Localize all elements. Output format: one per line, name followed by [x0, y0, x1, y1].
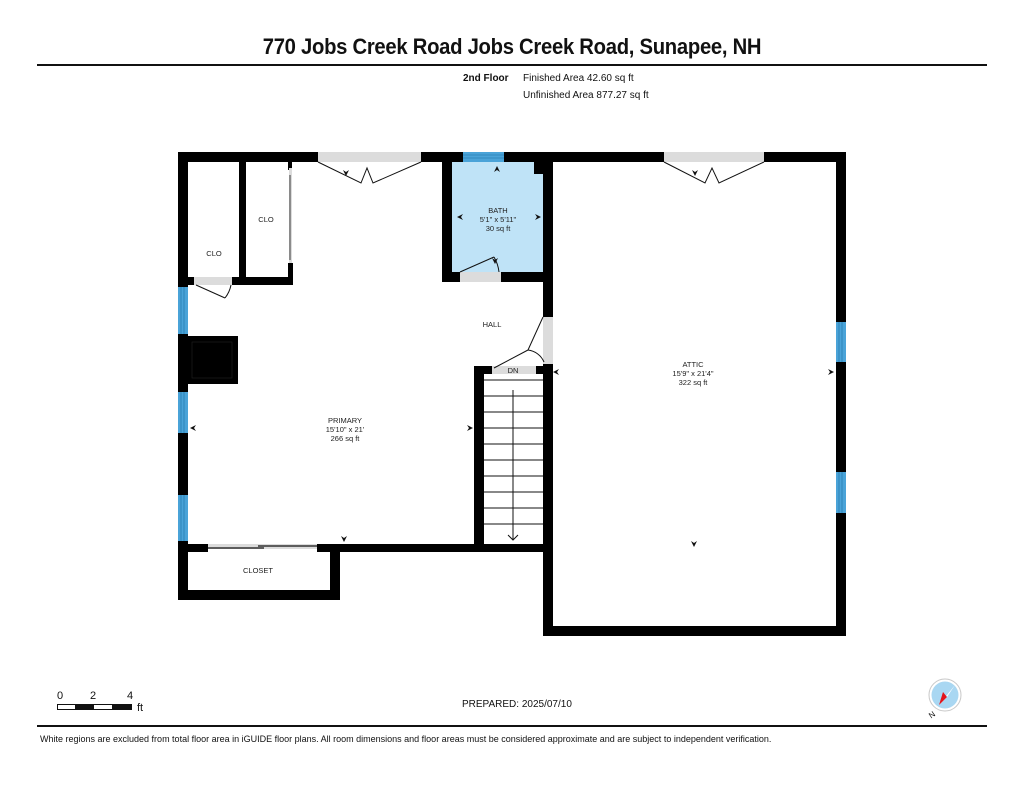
room-primary: PRIMARY 15'10" x 21' 266 sq ft: [300, 416, 390, 443]
disclaimer-text: White regions are excluded from total fl…: [40, 734, 772, 744]
compass-icon: N: [927, 678, 962, 720]
scale-bar: 0 2 4 ft: [57, 690, 157, 720]
room-label-clo-left: CLO: [206, 249, 222, 258]
room-label-clo-right: CLO: [258, 215, 274, 224]
room-name: ATTIC: [682, 360, 704, 369]
scale-bar-graphic: [57, 704, 132, 710]
scale-tick-0: 0: [57, 690, 64, 702]
prepared-date: PREPARED: 2025/07/10: [462, 699, 572, 710]
unfinished-area: Unfinished Area 877.27 sq ft: [523, 90, 649, 101]
room-dims: 5'1" x 5'11": [479, 215, 517, 224]
windows: [178, 152, 846, 541]
scale-unit: ft: [137, 702, 144, 714]
room-attic: ATTIC 15'9" x 21'4" 322 sq ft: [658, 360, 728, 387]
room-name: BATH: [488, 206, 508, 215]
room-area: 266 sq ft: [330, 434, 360, 443]
svg-text:N: N: [927, 709, 937, 720]
scale-tick-4: 4: [127, 690, 134, 702]
room-label-hall: HALL: [482, 320, 502, 329]
finished-area: Finished Area 42.60 sq ft: [523, 73, 634, 84]
staircase: [484, 379, 543, 541]
footer-divider: [37, 725, 987, 727]
room-dims: 15'10" x 21': [325, 425, 365, 434]
room-area: 322 sq ft: [678, 378, 708, 387]
scale-tick-2: 2: [90, 690, 97, 702]
bath-fill: [452, 162, 544, 272]
room-dims: 15'9" x 21'4": [672, 369, 714, 378]
walls: [178, 152, 846, 636]
room-area: 30 sq ft: [485, 224, 511, 233]
header-divider: [37, 64, 987, 66]
room-bath: BATH 5'1" x 5'11" 30 sq ft: [460, 206, 536, 233]
room-label-closet: CLOSET: [242, 566, 273, 575]
page-title: 770 Jobs Creek Road Jobs Creek Road, Sun…: [262, 34, 762, 59]
dimension-markers: [190, 166, 834, 547]
door-swings: [195, 161, 765, 549]
room-name: PRIMARY: [327, 416, 363, 425]
stairs-down-label: DN: [507, 366, 519, 375]
floor-label: 2nd Floor: [463, 73, 509, 84]
